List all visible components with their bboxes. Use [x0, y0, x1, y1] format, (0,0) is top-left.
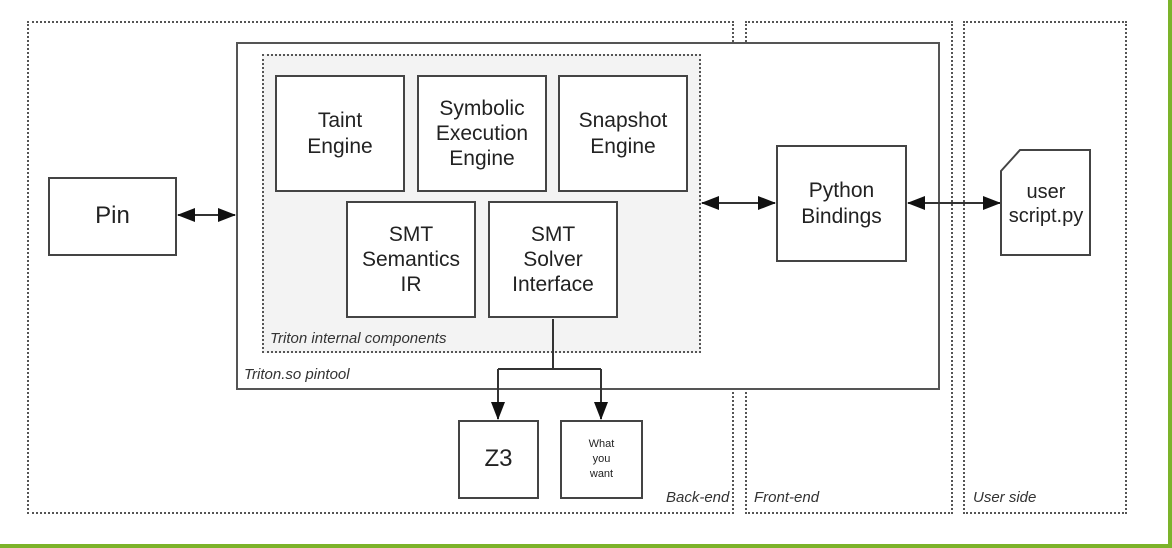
taint-engine-box: Taint Engine: [275, 75, 405, 192]
python-bindings-box: Python Bindings: [776, 145, 907, 262]
userside-zone: [963, 21, 1127, 514]
snapshot-engine-label: Snapshot Engine: [578, 109, 668, 158]
frame-accent-right: [1168, 0, 1172, 548]
frontend-zone-label: Front-end: [754, 489, 820, 506]
z3-box: Z3: [458, 420, 539, 499]
snapshot-engine-box: Snapshot Engine: [558, 75, 688, 192]
pin-box: Pin: [48, 177, 177, 256]
smt-semantics-ir-box: SMT Semantics IR: [346, 201, 476, 318]
pintool-label: Triton.so pintool: [244, 366, 350, 383]
frame-accent-bottom: [0, 544, 1172, 548]
z3-label: Z3: [484, 445, 513, 473]
internal-components-label: Triton internal components: [270, 330, 447, 347]
symbolic-engine-label: Symbolic Execution Engine: [435, 96, 529, 171]
symbolic-engine-box: Symbolic Execution Engine: [417, 75, 547, 192]
user-script-label: user script.py: [1008, 181, 1084, 227]
smt-semantics-ir-label: SMT Semantics IR: [361, 222, 461, 297]
smt-solver-interface-box: SMT Solver Interface: [488, 201, 618, 318]
smt-solver-interface-label: SMT Solver Interface: [512, 222, 594, 297]
taint-engine-label: Taint Engine: [307, 109, 373, 158]
userside-zone-label: User side: [973, 489, 1037, 506]
what-you-want-label: What you want: [588, 438, 615, 480]
backend-zone-label: Back-end: [666, 489, 730, 506]
python-bindings-label: Python Bindings: [801, 179, 882, 228]
pin-label: Pin: [95, 202, 130, 230]
what-you-want-box: What you want: [560, 420, 643, 499]
